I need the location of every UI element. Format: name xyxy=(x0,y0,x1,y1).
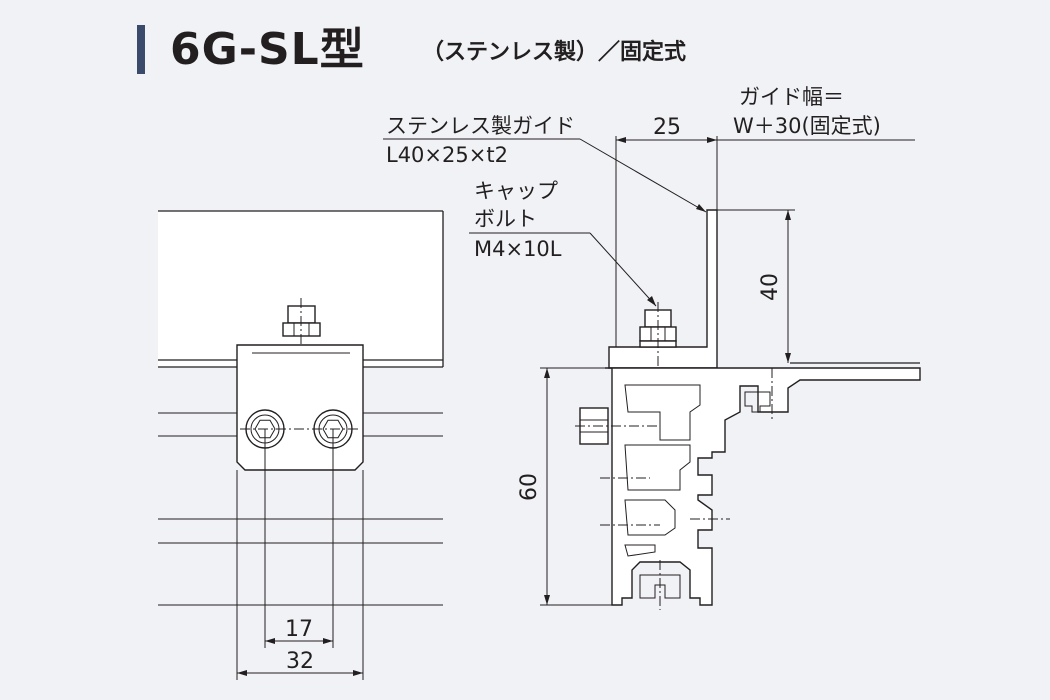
cap-bolt-label-2: ボルト xyxy=(474,207,537,231)
mounting-bracket xyxy=(236,344,364,471)
dimension-top-width: 25 xyxy=(653,115,681,140)
guide-leader-line xyxy=(579,138,707,213)
model-title: 6G-SL型 xyxy=(170,24,365,75)
side-view: 25 40 60 ステンレス製ガイド L40×25×t2 キャップ ボルト xyxy=(383,85,921,610)
title-accent-bar xyxy=(137,25,145,74)
dimension-frame-height: 60 xyxy=(517,473,542,501)
guide-width-label-1: ガイド幅＝ xyxy=(739,85,844,109)
bolt-leader-line xyxy=(589,232,657,307)
guide-name-label: ステンレス製ガイド xyxy=(386,114,575,138)
dimension-bracket-width: 32 xyxy=(286,649,314,674)
dimension-guide-height: 40 xyxy=(758,273,783,301)
cap-bolt-spec-label: M4×10L xyxy=(474,237,562,261)
guide-width-label-2: W＋30(固定式) xyxy=(733,114,881,138)
front-view: 17 32 xyxy=(158,210,444,680)
model-subtitle: （ステンレス製）／固定式 xyxy=(422,40,687,65)
guide-spec-label: L40×25×t2 xyxy=(386,143,508,167)
aluminum-frame-profile xyxy=(605,367,921,606)
cap-bolt-label-1: キャップ xyxy=(474,179,558,203)
dimension-bolt-pitch: 17 xyxy=(285,617,313,642)
